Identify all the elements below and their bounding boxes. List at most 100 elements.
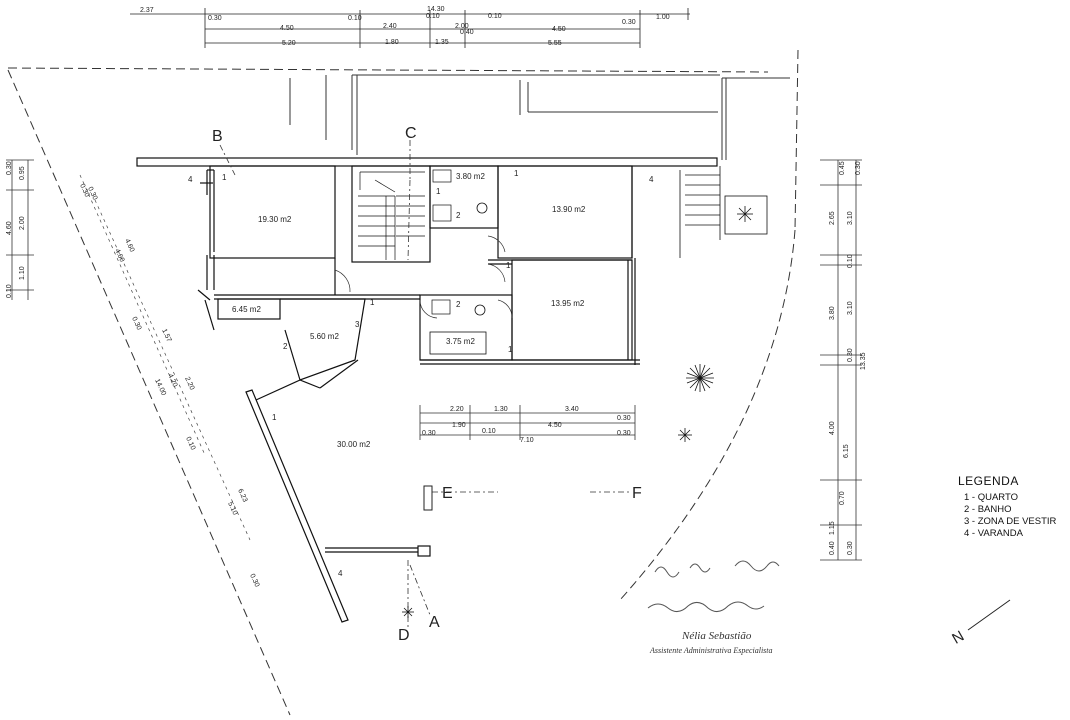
dim-top-16: 1.35 [435,39,449,46]
dim-right-1: 0.45 [839,161,846,175]
dim-top-12: 0.40 [460,29,474,36]
dim-left-4: 2.00 [19,216,26,230]
dim-diag-4: 4.60 [113,248,125,263]
dim-inner-3: 3.40 [565,406,579,413]
dim-inner-5: 0.10 [482,428,496,435]
dim-diag-5: 0.30 [130,316,142,331]
north-arrow [967,599,1011,631]
dim-right-14: 0.40 [829,541,836,555]
dim-top-15: 1.80 [385,39,399,46]
dim-top-17: 5.55 [548,40,562,47]
dim-top-4: 14.30 [427,6,445,13]
room-number: 1 [506,261,511,270]
dim-right-10: 4.00 [829,421,836,435]
room-area-vestir-left: 6.45 m2 [232,305,261,314]
room-number: 2 [283,342,288,351]
inner-dimension-chain [419,405,636,440]
dim-diag-6: 1.57 [160,328,172,343]
tree-symbols [402,206,753,618]
legend-item-banho: 2 - BANHO [964,504,1012,515]
signature-name: Nélia Sebastião [682,630,752,642]
dim-inner-7: 0.30 [617,415,631,422]
dim-diag-7: 14.00 [153,378,167,397]
dim-left-5: 1.10 [19,266,26,280]
door-swings [334,235,513,319]
dim-diag-8: 4.20 [166,373,178,388]
room-number: 3 [355,320,360,329]
room-number: 1 [508,345,513,354]
dim-right-4: 3.10 [847,211,854,225]
dim-inner-4: 1.90 [452,422,466,429]
room-area-quarto-bottom-right: 13.95 m2 [551,299,585,308]
dim-inner-2: 1.30 [494,406,508,413]
dim-diag-2: 0.30 [78,183,90,198]
section-marker-d: D [398,627,410,644]
dim-diag-9: 2.20 [183,376,195,391]
legend-item-varanda: 4 - VARANDA [964,528,1023,539]
dim-diag-12: 5.10 [226,501,238,516]
right-dimension-chain [820,159,862,561]
room-area-quarto-top-right: 13.90 m2 [552,205,586,214]
dim-right-3: 2.65 [829,211,836,225]
dim-left-3: 4.60 [6,221,13,235]
section-cut-lines [219,140,632,630]
stamp-scribble [647,560,780,612]
room-area-vestir-mid: 5.60 m2 [310,332,339,341]
dim-top-10: 2.40 [383,23,397,30]
dim-inner-1: 2.20 [450,406,464,413]
room-number: 1 [370,298,375,307]
room-area-banho-bottom: 3.75 m2 [446,337,475,346]
dim-inner-6: 4.50 [548,422,562,429]
legend: LEGENDA 1 - QUARTO 2 - BANHO 3 - ZONA DE… [958,474,1066,540]
dim-inner-8: 0.30 [422,430,436,437]
top-dimension-chain [130,8,690,48]
room-number: 1 [436,187,441,196]
legend-item-zona-de-vestir: 3 - ZONA DE VESTIR [964,516,1057,527]
dim-right-5: 0.10 [847,254,854,268]
room-area-quarto-b: 19.30 m2 [258,215,292,224]
dim-right-9: 0.30 [847,348,854,362]
section-e-marker-box [423,485,433,511]
section-marker-f: F [632,485,642,502]
room-number: 4 [649,175,654,184]
dim-right-2: 0.30 [855,161,862,175]
north-label: N [949,628,967,648]
room-number: 4 [188,175,193,184]
dim-right-12: 0.70 [839,491,846,505]
dim-top-3: 0.10 [348,15,362,22]
dim-top-9: 4.50 [280,25,294,32]
left-diagonal-dimensions [79,174,251,541]
plot-boundary [7,49,799,716]
dim-left-6: 0.10 [6,284,13,298]
dim-top-5: 0.10 [426,13,440,20]
room-number: 2 [456,211,461,220]
room-number: 1 [514,169,519,178]
dim-top-8: 1.00 [656,14,670,21]
legend-title: LEGENDA [958,474,1019,488]
dim-right-13: 1.15 [829,521,836,535]
dim-right-15: 0.30 [847,541,854,555]
dim-top-7: 0.30 [622,19,636,26]
section-marker-b: B [212,128,223,145]
section-marker-c: C [405,125,417,142]
dim-diag-13: 0.30 [248,573,260,588]
legend-item-quarto: 1 - QUARTO [964,492,1019,503]
dim-right-7: 3.10 [847,301,854,315]
dim-top-6: 0.10 [488,13,502,20]
signature-role: Assistente Administrativa Especialista [650,646,773,655]
dim-top-14: 5.20 [282,40,296,47]
dim-inner-9: 7.10 [520,437,534,444]
dim-right-11: 6.15 [843,444,850,458]
room-number: 1 [272,413,277,422]
room-area-banho-top: 3.80 m2 [456,172,485,181]
room-number: 4 [338,569,343,578]
upper-structures [289,74,790,160]
dim-right-6: 3.80 [829,306,836,320]
room-area-varanda: 30.00 m2 [337,440,371,449]
section-marker-a: A [429,614,440,631]
dim-inner-10: 0.30 [617,430,631,437]
dim-diag-3: 4.60 [123,238,135,253]
building-walls [136,157,768,623]
dim-top-2: 0.30 [208,15,222,22]
